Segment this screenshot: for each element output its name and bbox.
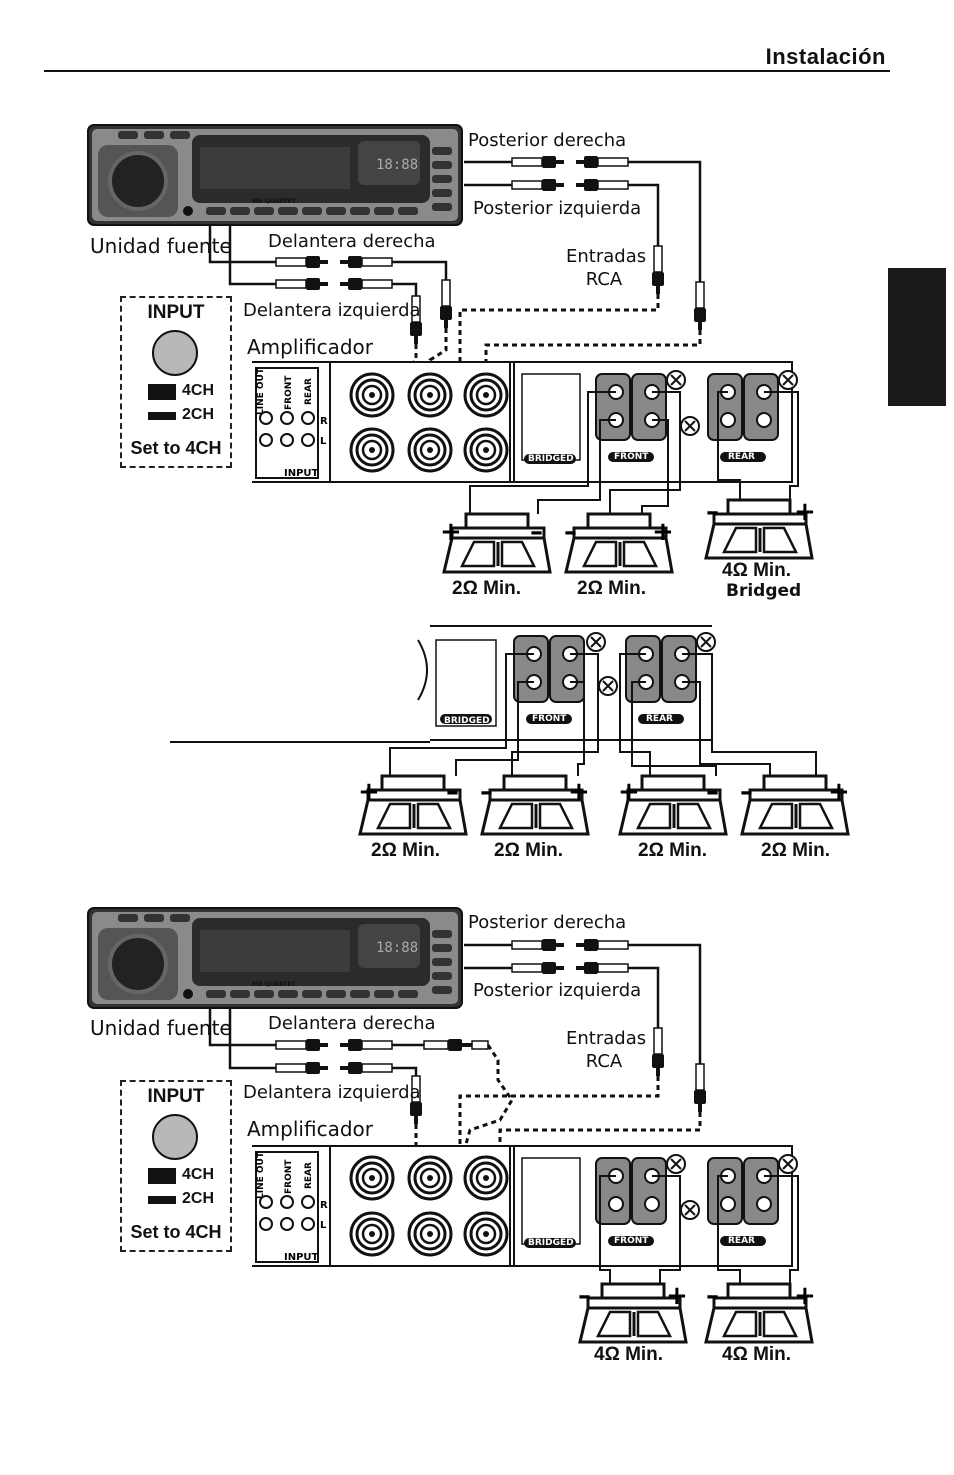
- svg-text:REAR: REAR: [304, 1162, 314, 1189]
- svg-text:FRONT: FRONT: [284, 375, 294, 410]
- svg-text:FRONT: FRONT: [284, 1159, 294, 1194]
- input-switch-title: INPUT: [147, 302, 205, 323]
- amp-l-label: L: [320, 436, 327, 447]
- svg-text:LINE OUT: LINE OUT: [256, 1151, 266, 1199]
- svg-text:+: +: [794, 1281, 816, 1311]
- rca-front-right: [275, 255, 393, 269]
- svg-text:+: +: [440, 517, 462, 547]
- label-front-right-3: Delantera derecha: [268, 1013, 436, 1034]
- switch-4ch-icon-3: [148, 1168, 176, 1184]
- label-rear-left: Posterior izquierda: [473, 198, 642, 219]
- svg-text:LINE OUT: LINE OUT: [256, 367, 266, 415]
- rca-rear-right: [511, 155, 629, 169]
- front-badge: FRONT: [614, 452, 649, 462]
- svg-text:+: +: [652, 517, 674, 547]
- rca-front-left: [275, 277, 393, 291]
- label-amplifier: Amplificador: [247, 335, 373, 359]
- load-label-d1-1: 2Ω Min.: [452, 578, 522, 599]
- load-label-d2-2: 2Ω Min.: [494, 840, 564, 861]
- label-source-unit-3: Unidad fuente: [90, 1016, 232, 1040]
- input-switch-knob[interactable]: [152, 330, 198, 376]
- label-rca-inputs-2: RCA: [585, 269, 623, 290]
- bridged-badge-2: BRIDGED: [444, 716, 490, 726]
- label-source-unit: Unidad fuente: [90, 234, 232, 258]
- switch-4ch-label-3: 4CH: [182, 1166, 215, 1183]
- diagram-2: + – – + + – – +: [170, 625, 850, 836]
- rear-badge-2: REAR: [646, 714, 673, 724]
- switch-2ch-label-3: 2CH: [182, 1190, 215, 1207]
- head-unit-brand: MB QUARTET: [252, 198, 297, 205]
- rca-rear-left: [511, 178, 629, 192]
- load-label-d3-1: 4Ω Min.: [594, 1344, 664, 1365]
- load-label-d3-2: 4Ω Min.: [722, 1344, 792, 1365]
- switch-2ch-label: 2CH: [182, 406, 215, 423]
- svg-text:+: +: [568, 777, 590, 807]
- load-label-d2-1: 2Ω Min.: [371, 840, 441, 861]
- label-rca-inputs-2-3: RCA: [585, 1051, 623, 1072]
- label-amplifier-3: Amplificador: [247, 1117, 373, 1141]
- label-rear-right-3: Posterior derecha: [468, 912, 627, 933]
- page-title: Instalación: [765, 44, 886, 69]
- label-rear-left-3: Posterior izquierda: [473, 980, 642, 1001]
- svg-text:+: +: [358, 777, 380, 807]
- svg-text:–: –: [564, 517, 577, 547]
- svg-text:–: –: [740, 777, 753, 807]
- svg-text:+: +: [618, 777, 640, 807]
- switch-4ch-icon: [148, 384, 176, 400]
- head-unit: [86, 123, 464, 227]
- label-front-left: Delantera izquierda: [243, 300, 421, 321]
- svg-text:–: –: [706, 497, 719, 527]
- header-rule: [44, 70, 890, 72]
- svg-text:+: +: [666, 1281, 688, 1311]
- amp-r-label-3: R: [320, 1200, 328, 1211]
- head-unit-2: [86, 906, 464, 1010]
- svg-text:–: –: [446, 777, 459, 807]
- load-label-d2-3: 2Ω Min.: [638, 840, 708, 861]
- label-front-right: Delantera derecha: [268, 231, 436, 252]
- label-front-left-3: Delantera izquierda: [243, 1082, 421, 1103]
- input-switch-box-3: INPUT 4CH 2CH Set to 4CH: [120, 1080, 232, 1252]
- svg-text:+: +: [794, 497, 816, 527]
- diagram-3: LINE OUT FRONT REAR – + – +: [86, 906, 816, 1344]
- svg-text:–: –: [578, 1281, 591, 1311]
- svg-text:+: +: [828, 777, 850, 807]
- front-badge-3: FRONT: [614, 1236, 649, 1246]
- switch-2ch-icon: [148, 412, 176, 420]
- svg-text:–: –: [706, 777, 719, 807]
- bridged-note: Bridged: [726, 581, 802, 601]
- load-label-d2-4: 2Ω Min.: [761, 840, 831, 861]
- rear-badge: REAR: [728, 452, 755, 462]
- bridged-badge: BRIDGED: [528, 454, 574, 464]
- head-unit-brand-2: MB QUARTET: [252, 981, 297, 988]
- amp-l-label-3: L: [320, 1220, 327, 1231]
- rear-badge-3: REAR: [728, 1236, 755, 1246]
- switch-2ch-icon-3: [148, 1196, 176, 1204]
- label-rear-right: Posterior derecha: [468, 130, 627, 151]
- label-rca-inputs-1: Entradas: [566, 246, 647, 267]
- amp-r-label: R: [320, 416, 328, 427]
- switch-4ch-label: 4CH: [182, 382, 215, 399]
- switch-instruction: Set to 4CH: [130, 438, 222, 458]
- load-label-d1-3: 4Ω Min.: [722, 560, 792, 581]
- switch-instruction-3: Set to 4CH: [130, 1222, 222, 1242]
- input-switch-box: INPUT 4CH 2CH Set to 4CH: [120, 296, 232, 468]
- svg-text:–: –: [480, 777, 493, 807]
- svg-text:–: –: [706, 1281, 719, 1311]
- bridged-badge-3: BRIDGED: [528, 1238, 574, 1248]
- load-label-d1-2: 2Ω Min.: [577, 578, 647, 599]
- input-switch-title-3: INPUT: [147, 1086, 205, 1107]
- svg-text:–: –: [530, 517, 543, 547]
- diagram-1: LINE OUT FRONT REAR + – – + – +: [86, 123, 816, 574]
- front-badge-2: FRONT: [532, 714, 567, 724]
- svg-text:REAR: REAR: [304, 378, 314, 405]
- input-switch-knob-3[interactable]: [152, 1114, 198, 1160]
- label-rca-inputs-1-3: Entradas: [566, 1028, 647, 1049]
- section-tab: [888, 268, 946, 406]
- amp-input-label-3: INPUT: [284, 1252, 319, 1263]
- amp-input-label: INPUT: [284, 468, 319, 479]
